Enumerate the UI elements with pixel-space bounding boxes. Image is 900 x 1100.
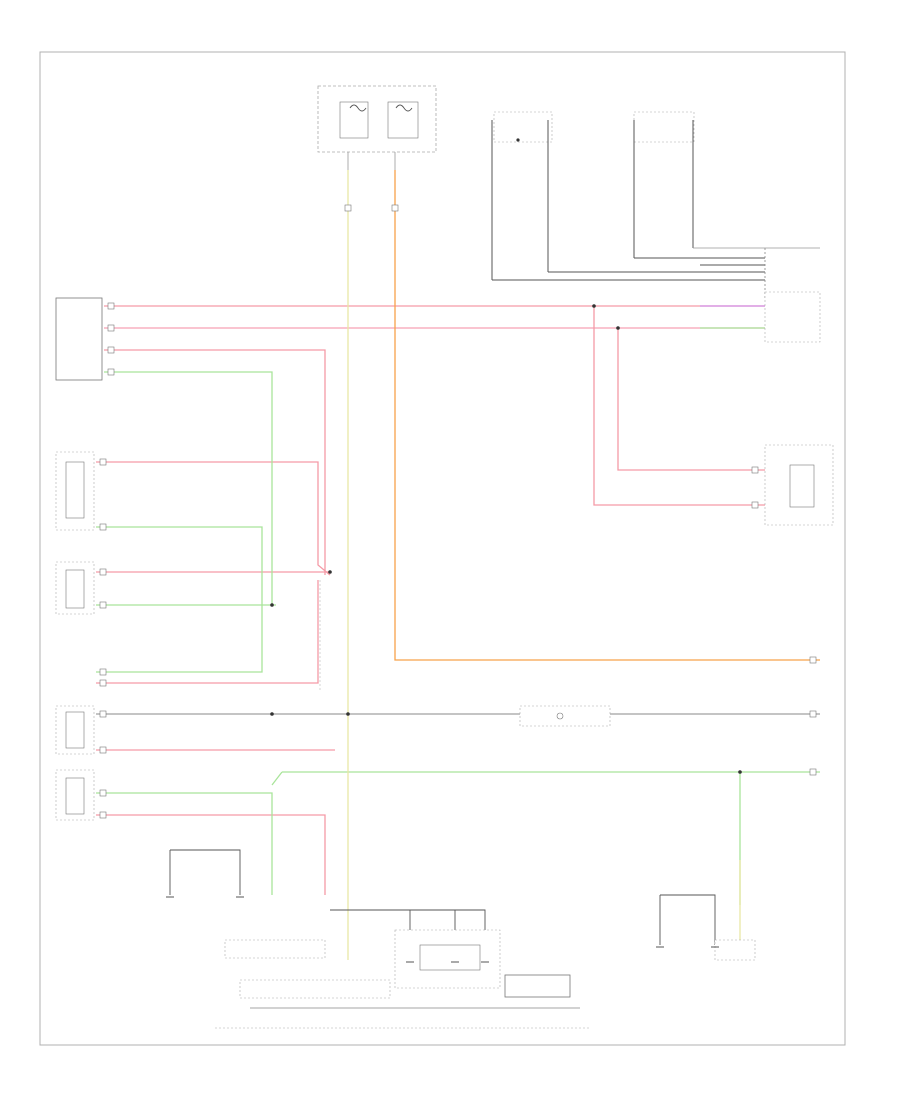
connector-icon bbox=[99, 523, 107, 531]
control-module-top bbox=[55, 297, 103, 381]
right-component-middle bbox=[764, 444, 834, 526]
connector-icon bbox=[751, 501, 759, 509]
wires-green bbox=[96, 327, 820, 905]
left-switch-4 bbox=[55, 769, 95, 821]
bottom-right-box bbox=[504, 974, 571, 998]
connector-icon bbox=[107, 346, 115, 354]
connector-icon bbox=[391, 204, 399, 212]
connector-icon bbox=[99, 679, 107, 687]
diagram-frame bbox=[39, 51, 846, 1046]
connector-icon bbox=[107, 302, 115, 310]
ground-icon bbox=[166, 896, 719, 963]
connector-icon bbox=[99, 601, 107, 609]
switch-icon bbox=[519, 705, 611, 727]
bottom-left-box bbox=[224, 939, 391, 999]
connector-icon bbox=[99, 746, 107, 754]
connector-icon bbox=[344, 204, 352, 212]
connector-icon bbox=[107, 324, 115, 332]
connector-icon bbox=[99, 811, 107, 819]
connector-icon bbox=[751, 466, 759, 474]
junctions bbox=[270, 304, 742, 774]
connector-icon bbox=[99, 668, 107, 676]
wires-yellow bbox=[347, 170, 741, 960]
connector-icon bbox=[809, 656, 817, 664]
wires-red bbox=[96, 305, 765, 895]
top-right-switch-a bbox=[491, 111, 553, 280]
connector-icon bbox=[809, 710, 817, 718]
right-component-upper bbox=[764, 291, 821, 343]
connector-icon bbox=[99, 458, 107, 466]
wires-orange bbox=[394, 170, 820, 661]
left-switch-2 bbox=[55, 561, 95, 615]
bottom-right-module bbox=[714, 939, 756, 961]
left-switch-3 bbox=[55, 705, 95, 755]
connector-icon bbox=[107, 368, 115, 376]
left-switch-1 bbox=[55, 451, 95, 531]
fuse-box bbox=[317, 85, 437, 170]
bottom-center-module bbox=[394, 929, 501, 989]
top-right-bus bbox=[492, 247, 820, 300]
connector-icon bbox=[99, 568, 107, 576]
connector-icon bbox=[809, 768, 817, 776]
connector-icon bbox=[99, 789, 107, 797]
connector-icon bbox=[99, 710, 107, 718]
top-right-switch-b bbox=[633, 111, 695, 258]
connectors bbox=[99, 204, 817, 819]
